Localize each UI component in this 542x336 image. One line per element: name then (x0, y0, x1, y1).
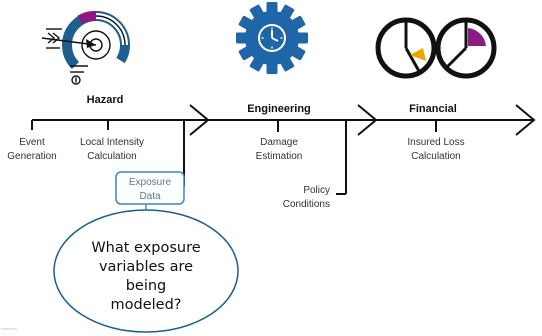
step-damage-estimation: Damage Estimation (256, 137, 303, 162)
footer-note: reserved. (1, 326, 18, 331)
gear-with-clock-icon (236, 2, 308, 74)
svg-text:Estimation: Estimation (256, 151, 303, 162)
svg-text:Policy: Policy (303, 185, 330, 196)
step-insured-loss: Insured Loss Calculation (407, 137, 464, 162)
stage-label-financial: Financial (409, 103, 457, 115)
svg-text:Data: Data (139, 191, 161, 202)
step-event-generation: Event Generation (7, 137, 56, 162)
stage-label-hazard: Hazard (87, 94, 124, 106)
step-local-intensity: Local Intensity Calculation (80, 137, 144, 162)
question-callout: What exposure variables are being modele… (53, 209, 239, 333)
svg-text:being: being (126, 278, 167, 294)
svg-text:variables are: variables are (99, 259, 193, 275)
svg-text:Calculation: Calculation (411, 151, 460, 162)
svg-text:Event: Event (19, 137, 45, 148)
exposure-data-box: Exposure Data (115, 171, 185, 205)
svg-text:Conditions: Conditions (283, 199, 330, 210)
svg-text:What exposure: What exposure (91, 240, 200, 256)
target-with-arrow-icon (41, 10, 130, 85)
pie-charts-icon (375, 17, 497, 79)
stage-label-engineering: Engineering (247, 103, 311, 115)
svg-text:Calculation: Calculation (87, 151, 136, 162)
svg-text:modeled?: modeled? (111, 297, 182, 313)
svg-text:Generation: Generation (7, 151, 56, 162)
step-policy-conditions: Policy Conditions (283, 185, 330, 210)
process-timeline (31, 104, 536, 195)
svg-text:Local Intensity: Local Intensity (80, 137, 144, 148)
svg-text:Damage: Damage (260, 137, 298, 148)
svg-text:Insured Loss: Insured Loss (407, 137, 464, 148)
svg-text:Exposure: Exposure (129, 177, 172, 188)
